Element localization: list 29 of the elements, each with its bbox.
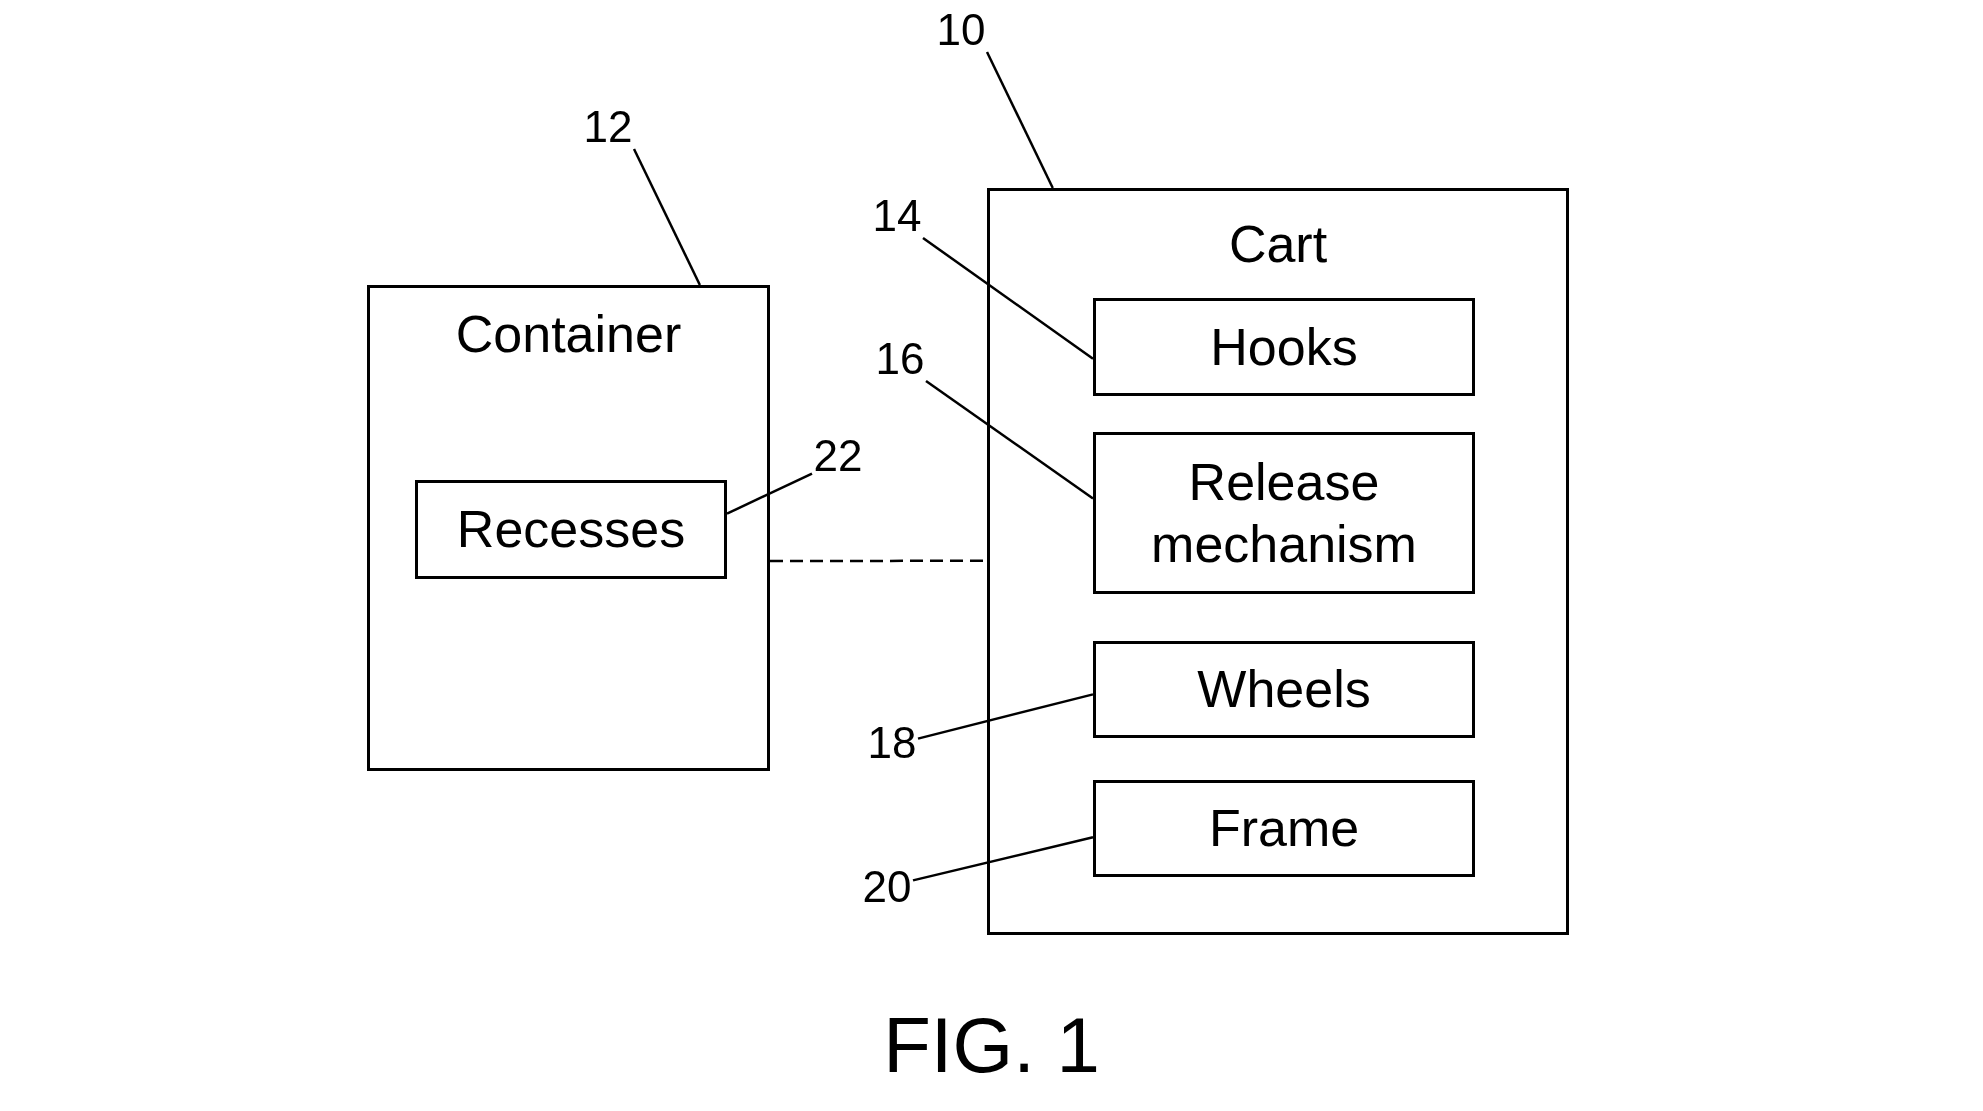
component-box [1093, 641, 1475, 738]
box-label: Recesses [455, 499, 687, 561]
reference-numeral: 14 [871, 194, 923, 238]
component-box [1093, 432, 1475, 594]
box-label: Wheels [1196, 659, 1372, 721]
reference-numeral: 10 [935, 8, 987, 52]
figure-caption: FIG. 1 [883, 1006, 1100, 1084]
reference-numeral: 22 [812, 434, 864, 478]
leader-line [912, 836, 1094, 882]
reference-numeral: 20 [861, 865, 913, 909]
box-label: Hooks [1209, 316, 1359, 378]
reference-numeral: 16 [874, 337, 926, 381]
group-box [987, 188, 1569, 935]
component-box [415, 480, 727, 579]
component-box [1093, 298, 1475, 396]
box-label: Container [454, 304, 683, 365]
leader-line [925, 379, 1094, 500]
leader-line [726, 472, 813, 515]
reference-numeral: 12 [582, 105, 634, 149]
box-label: Cart [1227, 214, 1329, 275]
leader-line [922, 237, 1094, 360]
reference-numeral: 18 [866, 721, 918, 765]
box-label: Frame [1207, 798, 1361, 860]
leader-line [985, 51, 1054, 189]
leader-line [917, 693, 1094, 740]
group-box [367, 285, 770, 771]
component-box [1093, 780, 1475, 877]
leader-line [632, 148, 701, 286]
box-label: Release mechanism [1150, 451, 1418, 575]
